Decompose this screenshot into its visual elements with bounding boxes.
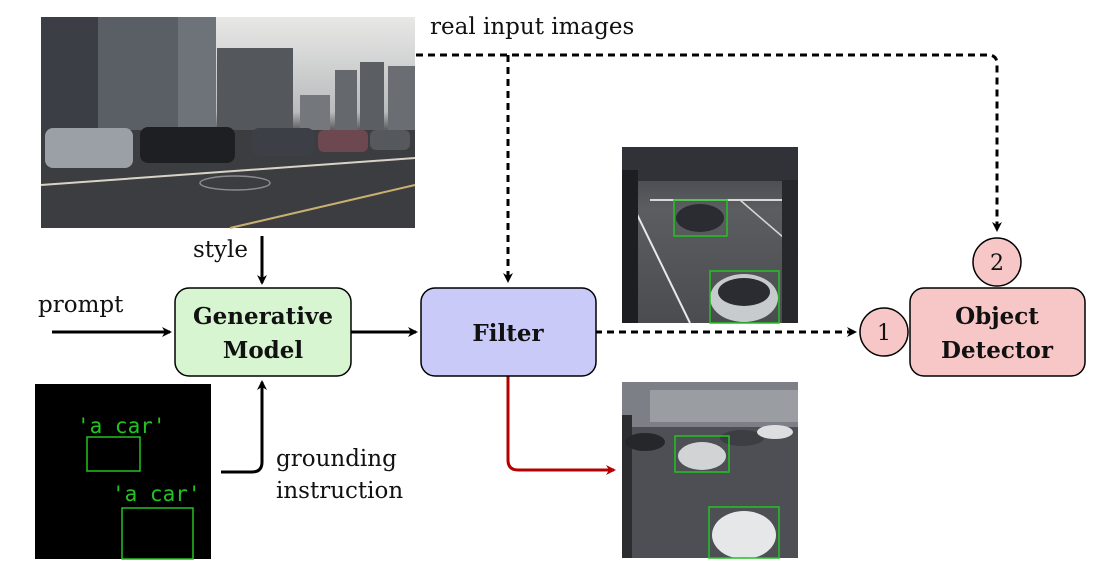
generative-model-node: Generative Model bbox=[174, 287, 352, 377]
real-images-to-detector-arrow bbox=[416, 53, 1002, 232]
grounding-image: 'a car' 'a car' bbox=[35, 384, 211, 560]
generative-model-line2: Model bbox=[223, 337, 304, 364]
badge-1-label: 1 bbox=[877, 321, 891, 346]
grounding-arrow bbox=[221, 380, 267, 474]
generated-image-bottom bbox=[622, 382, 798, 559]
badge-1: 1 bbox=[859, 307, 909, 357]
badge-2: 2 bbox=[972, 237, 1022, 287]
filter-to-image-arrow bbox=[506, 376, 616, 475]
grounding-label-line2: instruction bbox=[276, 478, 403, 504]
object-detector-line2: Detector bbox=[941, 337, 1054, 364]
style-label: style bbox=[193, 237, 248, 263]
grounding-caption-2: 'a car' bbox=[112, 482, 201, 506]
arrows bbox=[52, 53, 1002, 475]
generative-model-line1: Generative bbox=[193, 303, 333, 330]
street-photo bbox=[40, 17, 416, 229]
grounding-caption-1: 'a car' bbox=[77, 414, 166, 438]
filter-node: Filter bbox=[420, 287, 597, 377]
grounding-box-1 bbox=[86, 436, 141, 472]
grounding-label-line1: grounding bbox=[276, 446, 397, 472]
object-detector-line1: Object bbox=[955, 303, 1039, 330]
badge-2-label: 2 bbox=[990, 251, 1004, 276]
generated-image-top bbox=[622, 147, 799, 324]
real-input-images-label: real input images bbox=[430, 14, 634, 40]
filter-label: Filter bbox=[472, 320, 544, 347]
grounding-box-2 bbox=[121, 507, 194, 560]
object-detector-node: Object Detector bbox=[909, 287, 1086, 377]
prompt-label: prompt bbox=[38, 292, 124, 318]
